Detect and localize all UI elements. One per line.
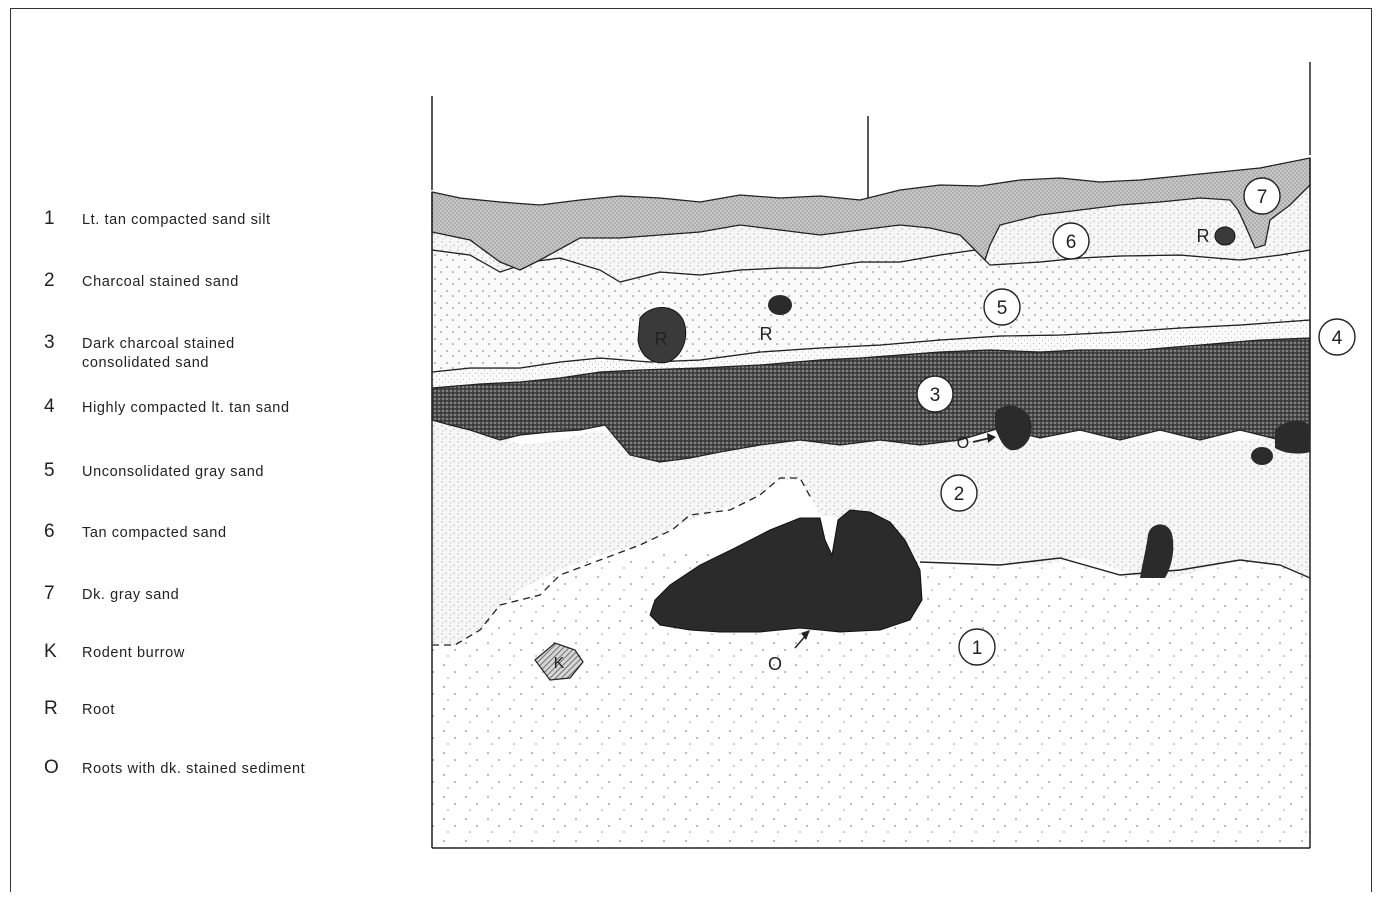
stained-root-right xyxy=(1275,421,1310,454)
root-label-small: R xyxy=(760,324,773,344)
stained-root-mass xyxy=(650,510,922,632)
svg-text:1: 1 xyxy=(972,638,983,659)
rodent-burrow-label: K xyxy=(554,655,565,672)
svg-text:2: 2 xyxy=(954,484,965,505)
svg-text:6: 6 xyxy=(1066,232,1077,253)
svg-text:3: 3 xyxy=(930,385,941,406)
layer-label-3: 3 xyxy=(917,376,953,412)
root-small xyxy=(768,295,792,315)
stained-root-small xyxy=(1251,447,1273,465)
layer-label-2: 2 xyxy=(941,475,977,511)
layer-label-4: 4 xyxy=(1319,319,1355,355)
root-label-large: R xyxy=(655,329,668,349)
layer-label-1: 1 xyxy=(959,629,995,665)
stained-root-label-upper: O xyxy=(957,435,969,452)
layer-label-6: 6 xyxy=(1053,223,1089,259)
svg-text:7: 7 xyxy=(1257,187,1268,208)
root-label-top: R xyxy=(1197,226,1210,246)
root-top xyxy=(1215,227,1235,245)
layer-label-5: 5 xyxy=(984,289,1020,325)
stained-root-label-lower: O xyxy=(768,654,782,674)
layer-label-7: 7 xyxy=(1244,178,1280,214)
svg-text:5: 5 xyxy=(997,298,1008,319)
svg-text:4: 4 xyxy=(1332,328,1343,349)
